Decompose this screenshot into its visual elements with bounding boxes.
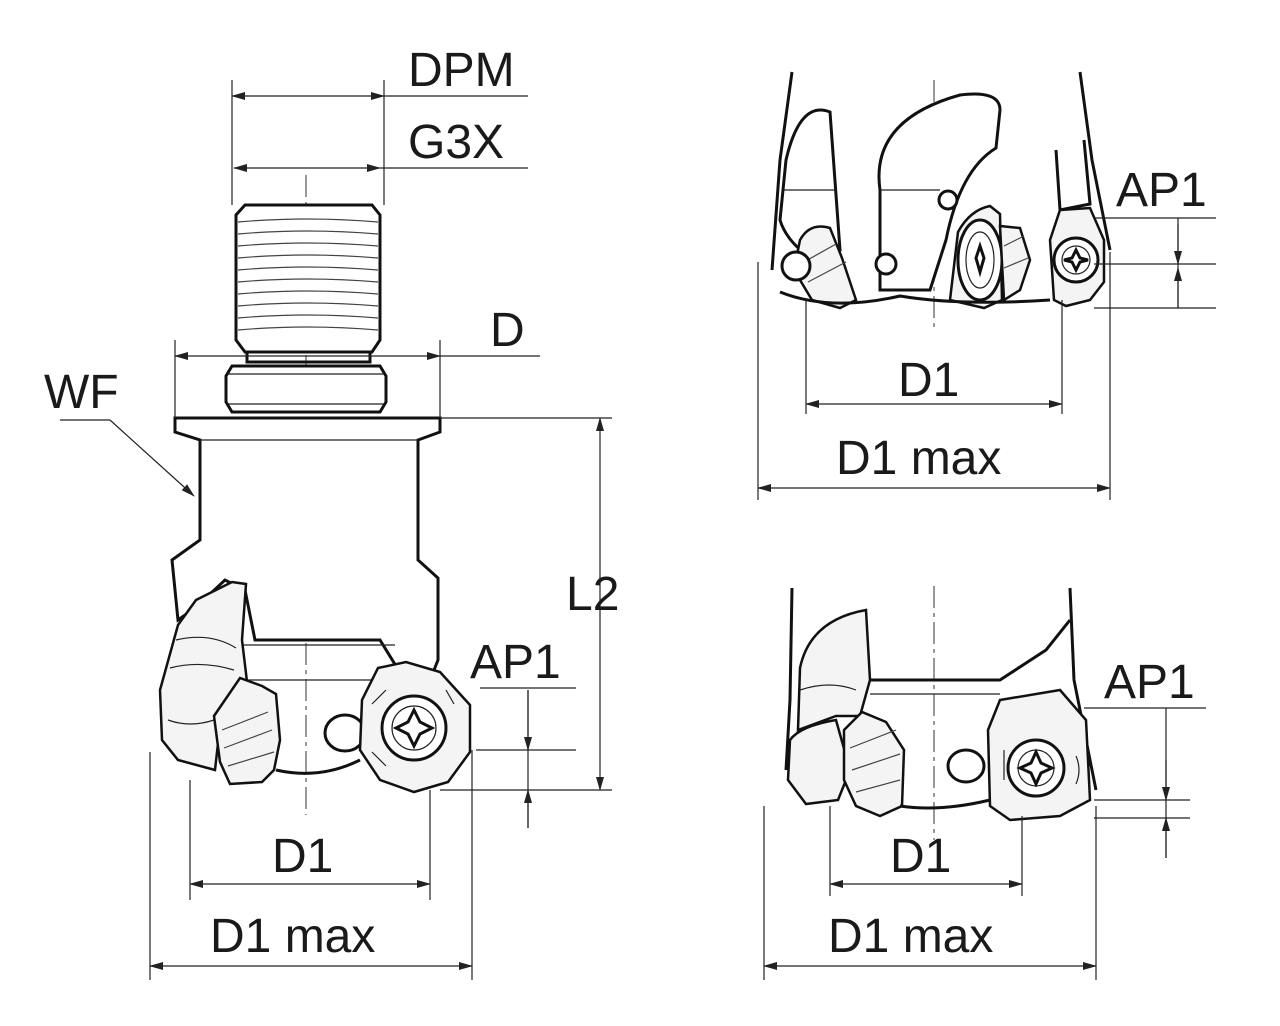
d1max-label-top: D1 max [836,432,1001,485]
main-cutter-view [149,175,612,980]
d1max-label-main: D1 max [210,910,375,963]
d1-label-main: D1 [272,830,333,883]
dpm-label: DPM [408,44,515,97]
main-dimensions: DPM G3X D WF L2 AP1 D1 D1 max [44,44,619,970]
top-insert-center [948,204,1004,310]
bottom-insert-left [842,710,906,818]
right-insert [358,660,472,794]
threaded-shank [224,203,388,414]
detail-view-top: AP1 D1 D1 max [757,71,1216,500]
d-label: D [490,304,525,357]
d1max-label-bottom: D1 max [828,910,993,963]
d1-label-bottom: D1 [890,830,951,883]
ap1-label-main: AP1 [470,636,561,689]
detail-view-bottom: AP1 D1 D1 max [763,586,1206,980]
wf-label: WF [44,366,119,419]
l2-label: L2 [566,568,619,621]
g3x-label: G3X [408,116,504,169]
ap1-label-bottom: AP1 [1104,656,1195,709]
bottom-insert-right [986,688,1092,822]
top-insert-right [1048,206,1106,308]
d1-label-top: D1 [898,354,959,407]
left-insert [212,676,282,786]
ap1-label-top: AP1 [1116,164,1207,217]
